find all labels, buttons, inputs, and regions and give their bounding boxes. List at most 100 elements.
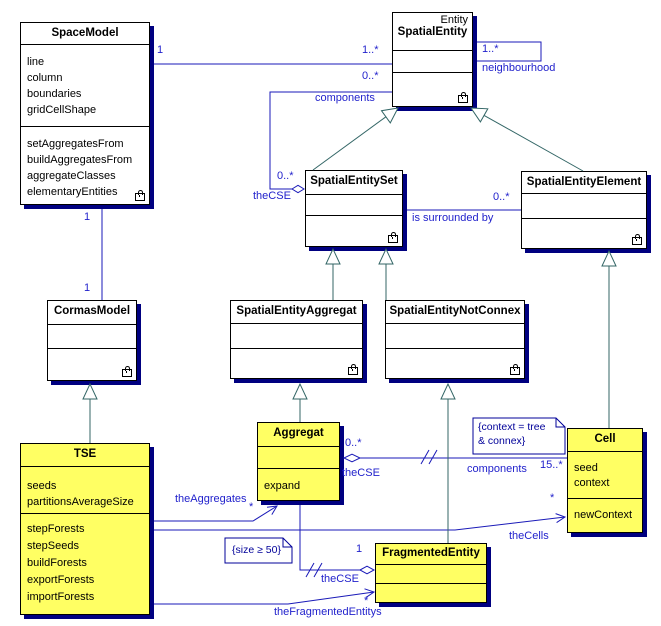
multiplicity-label: * — [249, 501, 254, 513]
class-title: SpatialEntityNotConnex — [389, 305, 521, 317]
class-cormasmodel[interactable]: CormasModel — [47, 300, 137, 381]
class-spatialentity[interactable]: Entity SpatialEntity — [392, 12, 473, 107]
class-title: Cell — [594, 433, 616, 445]
generalization-spatialentityelement-spatialentity[interactable] — [470, 107, 584, 172]
attributes-compartment: line column boundaries gridCellShape — [21, 44, 149, 126]
role-label: theCells — [509, 530, 549, 542]
class-member: seeds — [27, 480, 57, 492]
generalization-spatialentityaggregat-spatialentityset[interactable] — [325, 247, 341, 300]
class-title: SpatialEntityElement — [526, 176, 642, 188]
role-label: components — [467, 463, 527, 475]
generalization-tse-cormasmodel[interactable] — [82, 382, 98, 443]
class-spatialentitynotconnex[interactable]: SpatialEntityNotConnex — [385, 300, 525, 379]
attributes-compartment — [48, 324, 136, 348]
multiplicity-label: 1..* — [362, 44, 379, 56]
aggregation-diamond — [342, 453, 362, 463]
generalization-triangle — [470, 107, 489, 123]
association-thecells[interactable] — [154, 513, 567, 531]
multiplicity-label: 1 — [157, 44, 164, 56]
methods-compartment — [306, 215, 402, 246]
association-aggregat-fragmentedentity-thecse[interactable] — [299, 505, 376, 578]
note-text: & connex} — [478, 435, 526, 447]
note-text: {size ≥ 50} — [232, 544, 281, 556]
class-spatialentityelement[interactable]: SpatialEntityElement — [521, 171, 647, 249]
class-aggregat[interactable]: Aggregat expand — [257, 422, 340, 501]
attributes-compartment — [522, 193, 646, 218]
class-member: newContext — [574, 509, 633, 521]
class-title: FragmentedEntity — [382, 547, 480, 559]
class-member: elementaryEntities — [27, 186, 118, 198]
generalization-cell-spatialentityelement[interactable] — [601, 249, 617, 428]
class-spatialentityset[interactable]: SpatialEntitySet — [305, 170, 403, 247]
association-thefragmentedentitys[interactable] — [154, 588, 376, 605]
class-member: exportForests — [27, 574, 95, 586]
double-slash-mark — [305, 562, 323, 578]
multiplicity-label: 1 — [84, 282, 91, 294]
class-member: aggregateClasses — [27, 170, 116, 182]
class-member: buildForests — [27, 557, 87, 569]
lock-icon — [510, 364, 520, 375]
association-aggregat-cell-components[interactable] — [342, 449, 567, 465]
multiplicity-label: 1 — [84, 211, 91, 223]
class-member: expand — [264, 480, 301, 492]
double-slash-mark — [420, 449, 438, 465]
class-member: gridCellShape — [27, 104, 97, 116]
class-member: line — [27, 56, 45, 68]
lock-icon — [135, 190, 145, 201]
attributes-compartment — [306, 194, 402, 215]
methods-compartment — [376, 583, 486, 602]
class-member: stepForests — [27, 523, 85, 535]
class-stereotype: Entity — [440, 14, 468, 26]
class-fragmentedentity[interactable]: FragmentedEntity — [375, 543, 487, 603]
generalization-aggregat-spatialentityaggregat[interactable] — [292, 382, 308, 422]
class-title: SpatialEntitySet — [310, 175, 398, 187]
lock-icon — [632, 234, 642, 245]
generalization-spatialentitynotconnex-spatialentityset[interactable] — [378, 247, 394, 300]
multiplicity-label: 0..* — [362, 70, 379, 82]
role-label: theFragmentedEntitys — [274, 606, 382, 618]
role-label: theCSE — [253, 190, 291, 202]
role-label: neighbourhood — [482, 62, 556, 74]
association-name-label: is surrounded by — [412, 212, 494, 224]
lock-icon — [122, 366, 132, 377]
class-member: column — [27, 72, 63, 84]
association-theaggregates[interactable] — [154, 505, 278, 522]
generalization-triangle — [82, 382, 98, 400]
class-title: TSE — [73, 448, 97, 460]
methods-compartment: newContext — [568, 498, 642, 532]
role-label: components — [315, 92, 375, 104]
class-member: importForests — [27, 591, 95, 603]
methods-compartment — [231, 348, 362, 378]
attributes-compartment — [393, 50, 472, 72]
methods-compartment — [386, 348, 524, 378]
multiplicity-label: * — [550, 492, 555, 504]
multiplicity-label: * — [364, 595, 369, 607]
class-title: Aggregat — [273, 427, 324, 439]
role-label: theCSE — [342, 467, 380, 479]
multiplicity-label: 0..* — [277, 170, 294, 182]
methods-compartment: expand — [258, 468, 339, 500]
class-member: buildAggregatesFrom — [27, 154, 133, 166]
class-spatialentityaggregat[interactable]: SpatialEntityAggregat — [230, 300, 363, 379]
class-member: boundaries — [27, 88, 82, 100]
generalization-triangle — [380, 107, 399, 124]
attributes-compartment — [386, 323, 524, 348]
class-title: CormasModel — [53, 305, 131, 317]
class-member: setAggregatesFrom — [27, 138, 124, 150]
class-member: seed — [574, 462, 598, 474]
multiplicity-label: 0..* — [345, 437, 362, 449]
attributes-compartment — [258, 446, 339, 468]
generalization-spatialentityset-spatialentity[interactable] — [312, 107, 399, 171]
class-cell[interactable]: Cell seed context newContext — [567, 428, 643, 533]
multiplicity-label: 1..* — [482, 43, 499, 55]
aggregation-diamond — [291, 184, 305, 194]
class-member: context — [574, 477, 610, 489]
role-label: theAggregates — [175, 493, 247, 505]
generalization-triangle — [378, 247, 394, 265]
class-spacemodel[interactable]: SpaceModel line column boundaries gridCellS… — [20, 22, 150, 205]
class-title: SpaceModel — [51, 27, 119, 39]
generalization-fragmentedentity-spatialentitynotconnex[interactable] — [440, 382, 456, 543]
lock-icon — [388, 232, 398, 243]
